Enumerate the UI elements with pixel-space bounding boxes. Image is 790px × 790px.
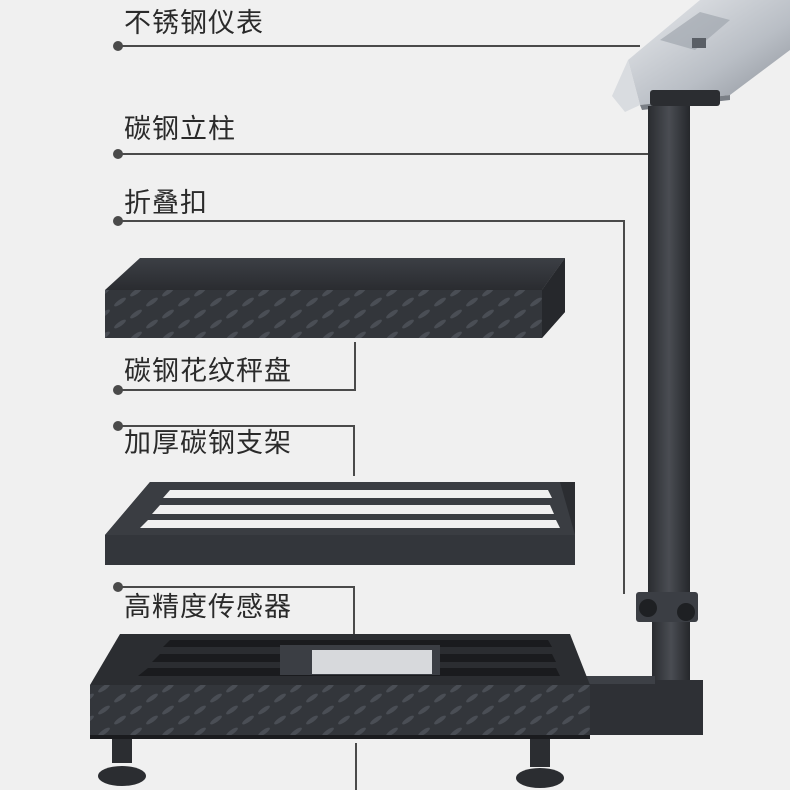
column-icon [585,106,703,735]
callout-label-support-frame: 加厚碳钢支架 [124,428,292,459]
callout-label-sensor: 高精度传感器 [124,592,292,623]
leader-lines [118,45,648,790]
sensor-icon [90,634,590,788]
callout-label-pattern-tray: 碳钢花纹秤盘 [124,356,292,387]
pattern-tray-icon [105,258,565,338]
callout-label-indicator: 不锈钢仪表 [124,8,264,39]
callout-label-column: 碳钢立柱 [124,114,236,145]
support-frame-icon [105,482,575,565]
indicator-display-icon [612,0,790,112]
callout-dots [113,41,123,592]
callout-label-folding-buckle: 折叠扣 [124,188,208,219]
folding-buckle-icon [636,592,698,622]
